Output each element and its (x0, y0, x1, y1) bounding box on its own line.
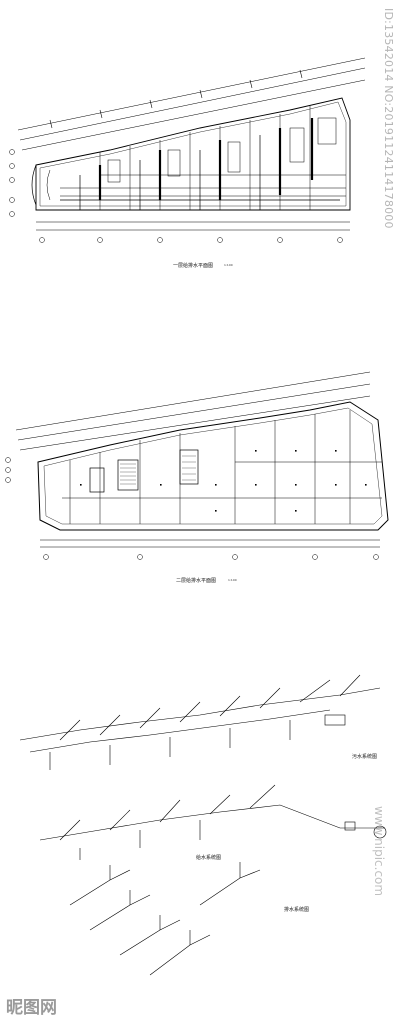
plan2-title: 二层给排水平面图 (176, 578, 217, 584)
water-supply-system-diagram (39, 784, 387, 860)
plan2-scale: 1:100 (228, 578, 237, 582)
watermark-logo: 昵图网 (6, 998, 57, 1018)
water-system-title: 给水系统图 (196, 855, 222, 861)
plan1-title: 一层给排水平面图 (173, 263, 214, 269)
drain-system-title: 排水系统图 (284, 907, 310, 913)
plan1-scale: 1:100 (224, 263, 233, 267)
drainage-system-diagram (69, 862, 261, 976)
sewage-system-title: 污水系统图 (352, 754, 378, 760)
second-floor-plan (5, 371, 389, 560)
watermark-url: www.nipic.com (372, 806, 386, 897)
sewage-system-diagram (19, 674, 381, 770)
watermark-id-text: ID:13542014 NO:20191124114178000 (382, 8, 395, 229)
first-floor-plan (9, 57, 366, 243)
